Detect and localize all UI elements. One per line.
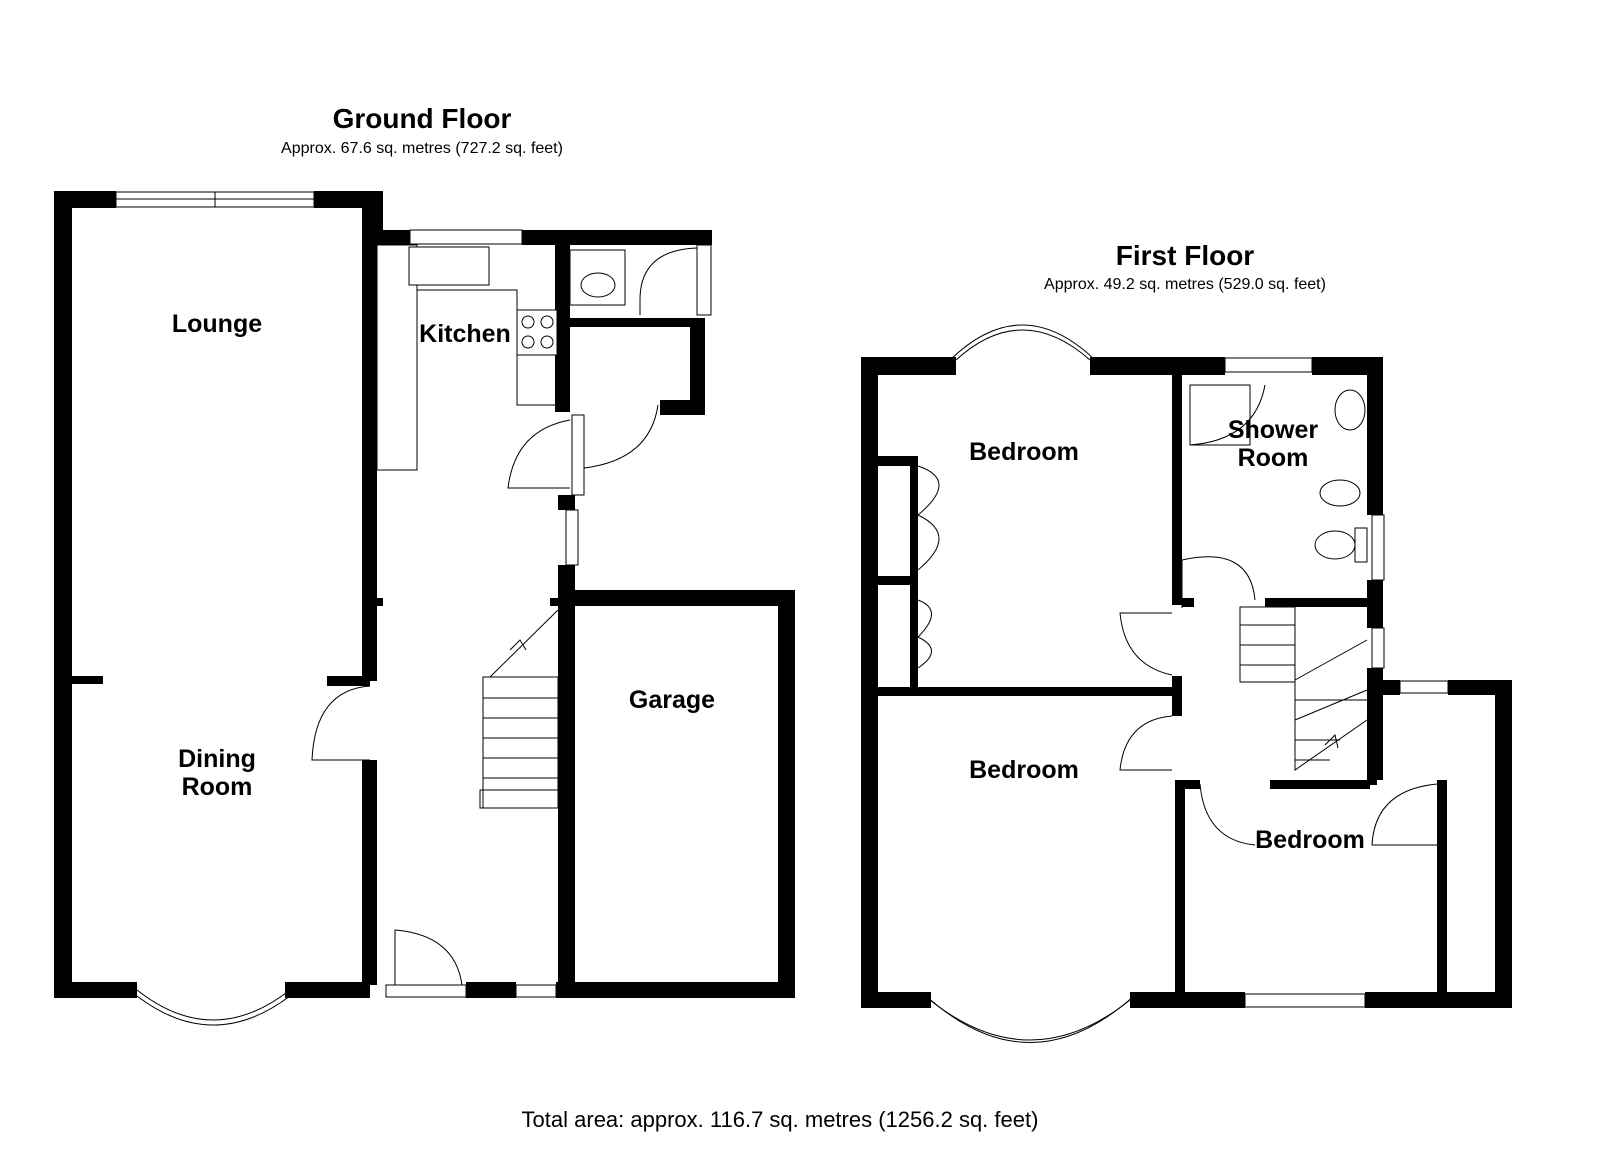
room-label-bedroom-2: Bedroom [969, 756, 1079, 784]
room-label-lounge: Lounge [171, 310, 263, 338]
ground-floor-area: Approx. 67.6 sq. metres (727.2 sq. feet) [281, 140, 563, 157]
shower-line-2: Room [1237, 444, 1309, 472]
room-label-dining-room: Dining Room [117, 745, 317, 801]
room-label-garage: Garage [628, 686, 716, 714]
room-label-kitchen: Kitchen [419, 320, 511, 348]
ground-floor-title: Ground Floor [332, 103, 512, 134]
room-label-bedroom-3: Bedroom [1255, 826, 1365, 854]
dining-line-1: Dining [178, 745, 256, 773]
first-floor-area: Approx. 49.2 sq. metres (529.0 sq. feet) [1044, 276, 1326, 293]
room-label-bedroom-1: Bedroom [969, 438, 1079, 466]
first-floor-walls [861, 324, 1512, 1043]
shower-line-1: Shower [1227, 416, 1319, 444]
ground-floor-walls [54, 191, 795, 1026]
first-floor-title: First Floor [1115, 240, 1255, 271]
total-area: Total area: approx. 116.7 sq. metres (12… [521, 1107, 1039, 1132]
dining-line-2: Room [181, 773, 253, 801]
first-floor-stairs [1239, 606, 1368, 771]
ground-stairs [479, 609, 559, 809]
room-label-shower-room: Shower Room [1203, 416, 1343, 472]
